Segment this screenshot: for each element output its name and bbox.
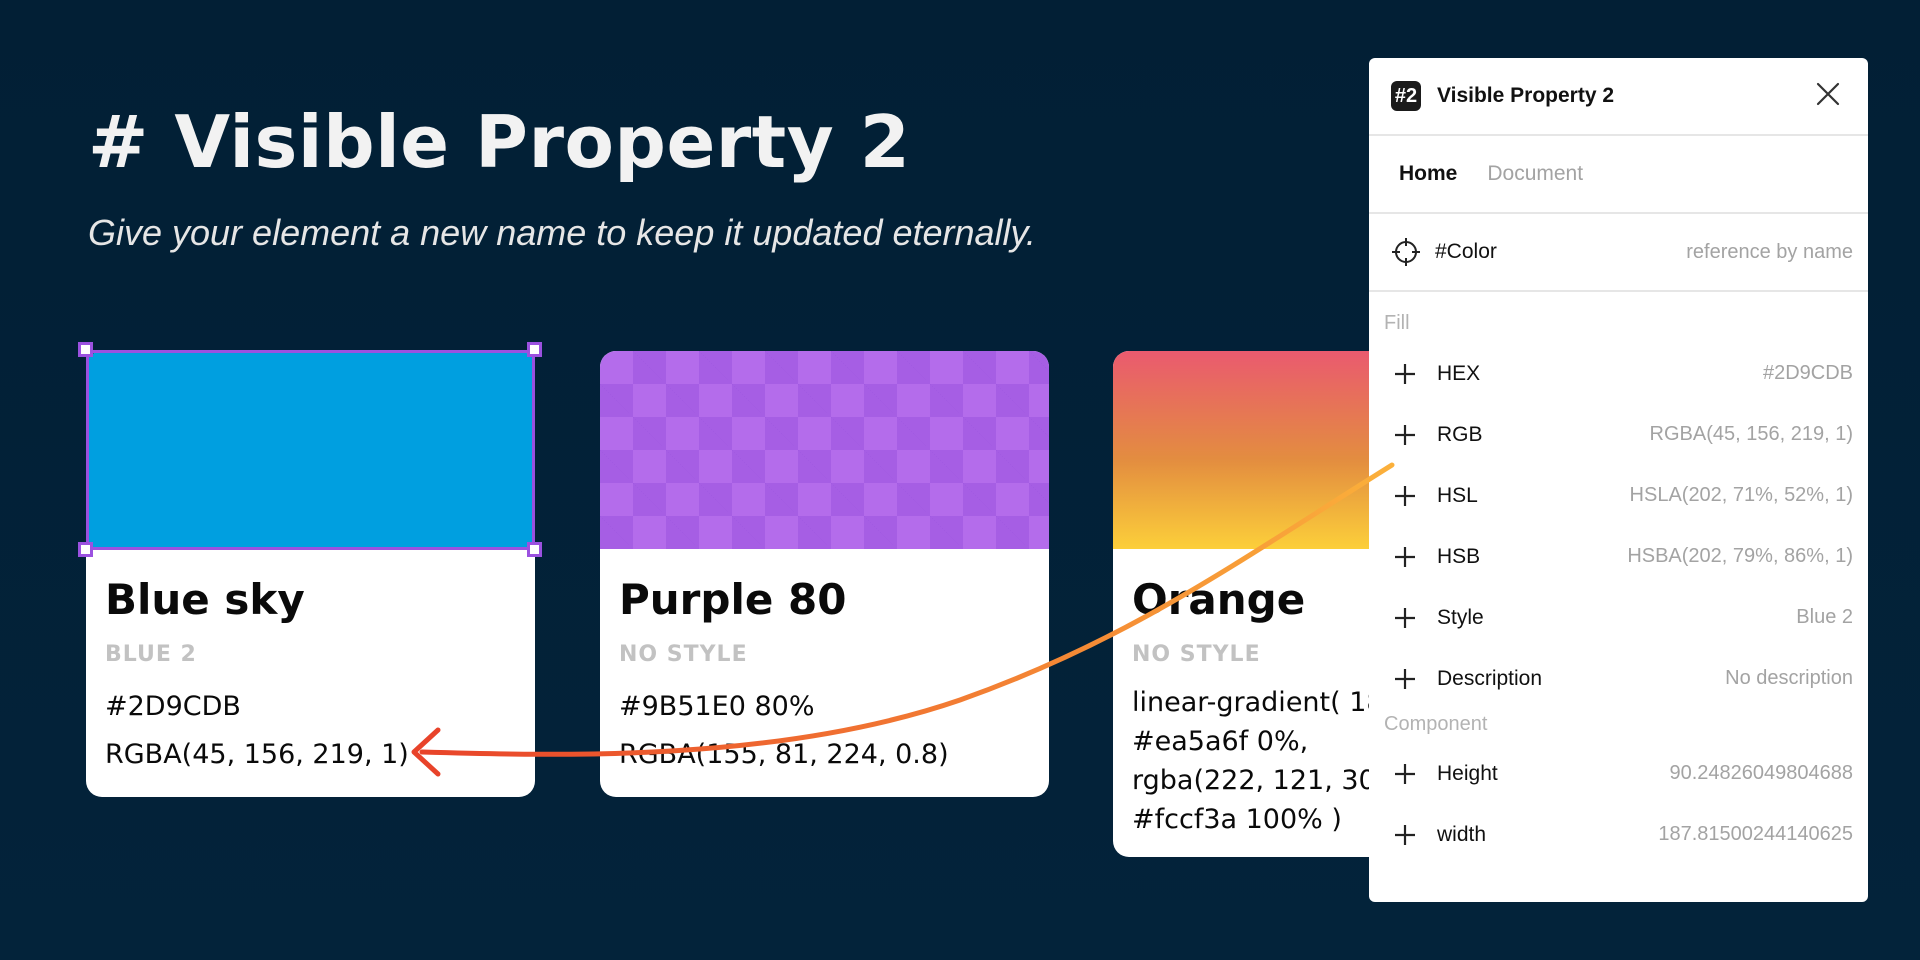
color-card-orange[interactable]: Orange NO STYLE linear-gradient( 18 #ea5…: [1113, 351, 1413, 857]
card-style: NO STYLE: [1132, 642, 1261, 667]
resize-handle-bottom-right[interactable]: [527, 542, 542, 557]
prop-row-hex[interactable]: HEX #2D9CDB: [1369, 343, 1868, 404]
color-card-blue-sky[interactable]: Blue sky BLUE 2 #2D9CDB RGBA(45, 156, 21…: [86, 351, 535, 797]
prop-row-width[interactable]: width 187.81500244140625: [1369, 804, 1868, 865]
prop-name: HEX: [1437, 361, 1481, 385]
prop-value: RGBA(45, 156, 219, 1): [1649, 423, 1853, 445]
prop-name: HSL: [1437, 483, 1478, 507]
prop-row-description[interactable]: Description No description: [1369, 648, 1868, 709]
plus-icon: [1395, 363, 1415, 384]
resize-handle-bottom-left[interactable]: [78, 542, 93, 557]
card-value-line: RGBA(45, 156, 219, 1): [105, 739, 409, 770]
resize-handle-top-left[interactable]: [78, 342, 93, 357]
prop-row-hsl[interactable]: HSL HSLA(202, 71%, 52%, 1): [1369, 465, 1868, 526]
card-value-line: #fccf3a 100% ): [1132, 804, 1342, 835]
panel-title: Visible Property 2: [1437, 84, 1615, 107]
reference-hint: reference by name: [1686, 240, 1853, 263]
color-card-purple-80[interactable]: Purple 80 NO STYLE #9B51E0 80% RGBA(155,…: [600, 351, 1049, 797]
plus-icon: [1395, 668, 1415, 689]
prop-name: RGB: [1437, 422, 1483, 446]
plus-icon: [1395, 424, 1415, 445]
plugin-panel: #2 Visible Property 2 Home Document #Col…: [1369, 58, 1868, 902]
prop-value: HSBA(202, 79%, 86%, 1): [1627, 545, 1853, 567]
card-style: NO STYLE: [619, 642, 748, 667]
resize-handle-top-right[interactable]: [527, 342, 542, 357]
prop-name: Height: [1437, 761, 1498, 785]
prop-row-height[interactable]: Height 90.24826049804688: [1369, 743, 1868, 804]
reference-label: #Color: [1435, 240, 1497, 263]
prop-row-style[interactable]: Style Blue 2: [1369, 587, 1868, 648]
color-swatch: [86, 351, 535, 549]
section-label-fill: Fill: [1384, 312, 1410, 334]
prop-value: #2D9CDB: [1762, 362, 1853, 384]
card-value-line: RGBA(155, 81, 224, 0.8): [619, 739, 949, 770]
card-style: BLUE 2: [105, 642, 197, 667]
card-value-line: linear-gradient( 18: [1132, 687, 1384, 718]
close-icon: [1816, 82, 1840, 106]
card-name: Orange: [1132, 575, 1306, 624]
card-name: Blue sky: [105, 575, 305, 624]
prop-row-hsb[interactable]: HSB HSBA(202, 79%, 86%, 1): [1369, 526, 1868, 587]
card-name: Purple 80: [619, 575, 847, 624]
panel-tabs: Home Document: [1369, 136, 1868, 214]
prop-value: No description: [1725, 667, 1853, 689]
plus-icon: [1395, 485, 1415, 506]
crosshair-icon: [1392, 238, 1420, 266]
plus-icon: [1395, 607, 1415, 628]
section-label-component: Component: [1384, 713, 1488, 735]
color-swatch: [600, 351, 1049, 549]
prop-value: Blue 2: [1796, 606, 1853, 628]
plus-icon: [1395, 763, 1415, 784]
card-value-line: #ea5a6f 0%,: [1132, 726, 1309, 757]
panel-header: #2 Visible Property 2: [1369, 58, 1868, 136]
card-value-line: #9B51E0 80%: [619, 691, 815, 722]
prop-name: HSB: [1437, 544, 1481, 568]
prop-name: Description: [1437, 666, 1543, 690]
prop-value: HSLA(202, 71%, 52%, 1): [1629, 484, 1853, 506]
plugin-logo: #2: [1391, 81, 1421, 111]
reference-row[interactable]: #Color reference by name: [1369, 214, 1868, 292]
plus-icon: [1395, 546, 1415, 567]
prop-name: width: [1437, 822, 1487, 846]
page-title: # Visible Property 2: [88, 100, 911, 184]
close-button[interactable]: [1810, 76, 1846, 112]
prop-name: Style: [1437, 605, 1484, 629]
tab-home[interactable]: Home: [1399, 162, 1458, 185]
prop-value: 187.81500244140625: [1658, 823, 1853, 845]
card-value-line: rgba(222, 121, 30,: [1132, 765, 1385, 796]
tab-document[interactable]: Document: [1487, 162, 1584, 185]
card-value-line: #2D9CDB: [105, 691, 241, 722]
prop-row-rgb[interactable]: RGB RGBA(45, 156, 219, 1): [1369, 404, 1868, 465]
prop-value: 90.24826049804688: [1669, 762, 1853, 784]
page-subtitle: Give your element a new name to keep it …: [88, 212, 1036, 253]
plus-icon: [1395, 824, 1415, 845]
color-swatch: [1113, 351, 1413, 549]
